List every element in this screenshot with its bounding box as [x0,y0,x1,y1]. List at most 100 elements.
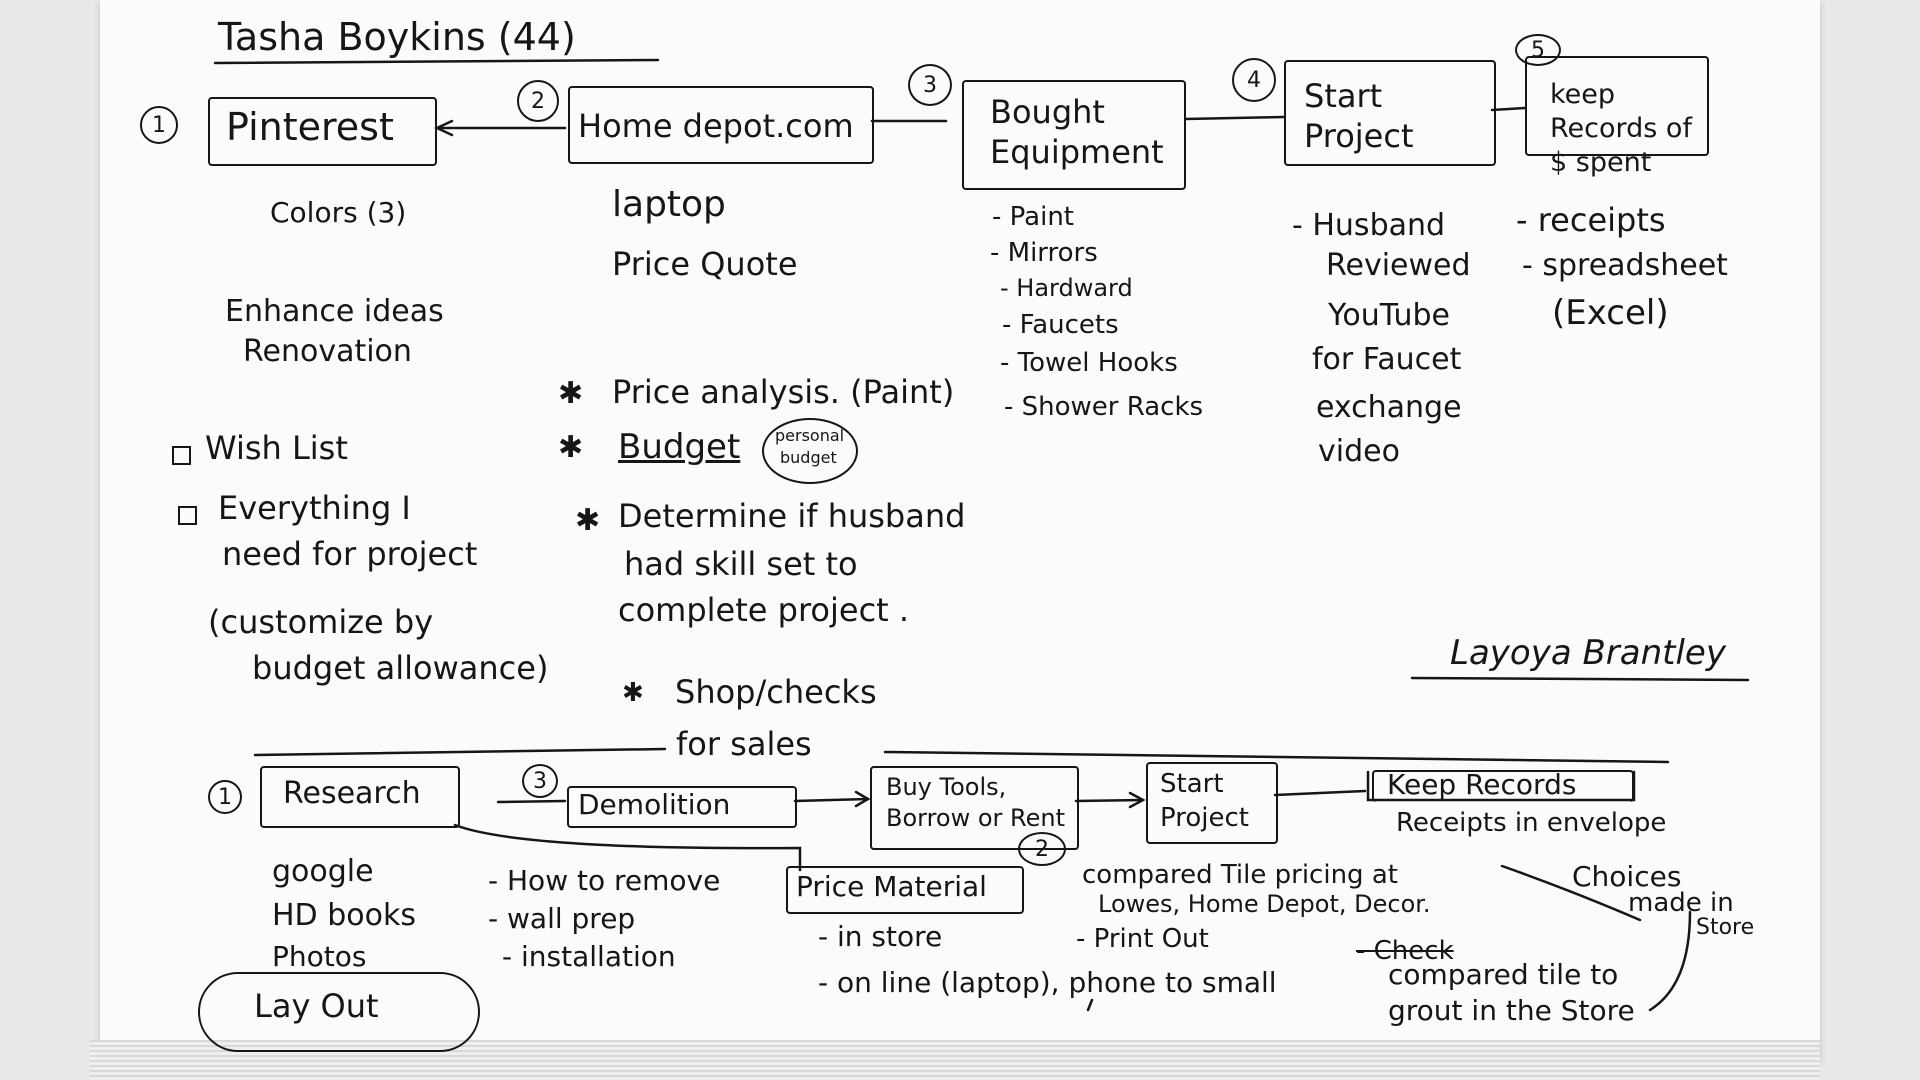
checkbox-everything [178,506,197,525]
bottom-box-research [260,766,460,828]
step-label-bought-equipment: Bought Equipment [990,93,1164,171]
bottom-box-price-material [786,866,1024,914]
check-everything-1: Everything I [218,489,411,527]
step-number-1: 1 [140,106,178,144]
signature-underline [1410,676,1750,682]
star-note-sales: for sales [676,725,812,763]
records-note: - spreadsheet [1522,248,1728,283]
step-box-start-project [1284,60,1496,166]
price-note: - on line (laptop), phone to small [818,966,1277,999]
bottom-box-demolition [567,786,797,828]
note-laptop: laptop [612,184,726,225]
step-number-4: 4 [1232,58,1276,102]
arrowhead-start [1128,791,1146,809]
choices-note: Choices [1572,860,1682,893]
step-number-3: 3 [908,64,952,106]
start-note: YouTube [1328,298,1450,333]
demolition-note: - How to remove [488,864,721,897]
layout-oval [198,972,480,1052]
star-icon: ✱ [558,376,584,411]
compare-note: - Print Out [1076,924,1209,954]
bottom-step-number-3: 3 [522,764,558,798]
note-receipts-envelope: Receipts in envelope [1396,808,1667,838]
records-note: (Excel) [1552,293,1669,333]
comma-mark [1086,998,1094,1012]
checkbox-wish-list [172,446,191,465]
connector-start-records [1490,106,1527,112]
connector-buytools-start [1074,798,1145,803]
connector-start-records [1273,789,1367,797]
star-note-determine-2: had skill set to [624,545,858,583]
research-note: HD books [272,898,416,933]
records-bracket [1366,770,1636,802]
arrowhead-pinterest [434,119,454,137]
research-note: google [272,854,374,889]
bottom-label-demolition: Demolition [578,788,731,821]
bottom-label-keep-records: Keep Records [1387,768,1577,801]
start-note: exchange [1316,390,1462,425]
connector-research-price [453,823,802,872]
connector-research-demolition [496,799,567,804]
star-icon: ✱ [622,678,644,708]
note-price-quote: Price Quote [612,245,798,283]
bottom-box-start-project [1146,762,1278,844]
start-note: for Faucet [1312,342,1462,377]
step-box-homedepot [568,86,874,164]
layout-label: Lay Out [254,987,379,1025]
choices-note: Store [1696,915,1755,940]
choices-line [1500,864,1642,922]
step-label-start-project: Start Project [1304,77,1414,155]
star-note-determine-1: Determine if husband [618,497,966,535]
bottom-box-buy-tools [870,766,1079,850]
star-note-determine-3: complete project . [618,591,910,629]
star-icon: ✱ [575,503,601,538]
budget-oval [762,418,858,484]
bottom-step-number-2: 2 [1018,832,1066,866]
bottom-label-start-project: Start Project [1160,769,1249,833]
bottom-step-number-1: 1 [208,780,242,814]
equipment-item: - Shower Racks [1004,392,1204,422]
arrowhead-buytools [854,790,871,808]
note-colors: Colors (3) [270,196,407,229]
page-title: Tasha Boykins (44) [218,15,576,59]
choices-curve [1648,910,1692,1012]
check-wish-list: Wish List [205,429,348,467]
budget-note-1: personal [775,426,845,445]
title-underline [213,58,660,65]
research-note: Photos [272,940,367,973]
check-everything-2: need for project [222,535,478,573]
bottom-box-keep-records [1372,770,1634,802]
step-label-pinterest: Pinterest [226,105,394,149]
equipment-item: - Paint [992,202,1074,232]
paper-sheet [100,0,1820,1062]
connector-bought-start [1183,115,1287,121]
paper-stack-edge [90,1040,1820,1080]
star-note-budget: Budget [618,427,741,467]
star-icon: ✱ [558,430,584,465]
star-note-shop: Shop/checks [675,673,877,711]
step-label-keep-records: keep Records of $ spent [1550,79,1692,178]
tile-note: compared tile to [1388,958,1619,991]
demolition-note: - installation [502,940,676,973]
note-customize-2: budget allowance) [252,649,549,687]
demolition-note: - wall prep [488,902,636,935]
note-renovation: Renovation [243,334,412,369]
step-label-homedepot: Home depot.com [578,107,854,145]
records-note: - receipts [1516,201,1666,239]
star-note-price-analysis: Price analysis. (Paint) [612,373,955,411]
step-number-2: 2 [517,80,559,122]
tile-note-crossed: - Check [1356,936,1454,966]
choices-note: made in [1628,888,1734,918]
note-customize-1: (customize by [208,603,434,641]
budget-note-2: budget [780,448,837,467]
price-note: - in store [818,920,943,953]
divider-left [253,747,667,757]
connector-demolition-buytools [793,797,870,803]
bottom-label-research: Research [283,776,421,811]
divider-right [883,750,1670,764]
start-note: Reviewed [1326,248,1471,283]
bottom-label-price-material: Price Material [796,870,987,903]
compare-note: Lowes, Home Depot, Decor. [1098,890,1431,918]
step-box-keep-records [1525,56,1709,156]
